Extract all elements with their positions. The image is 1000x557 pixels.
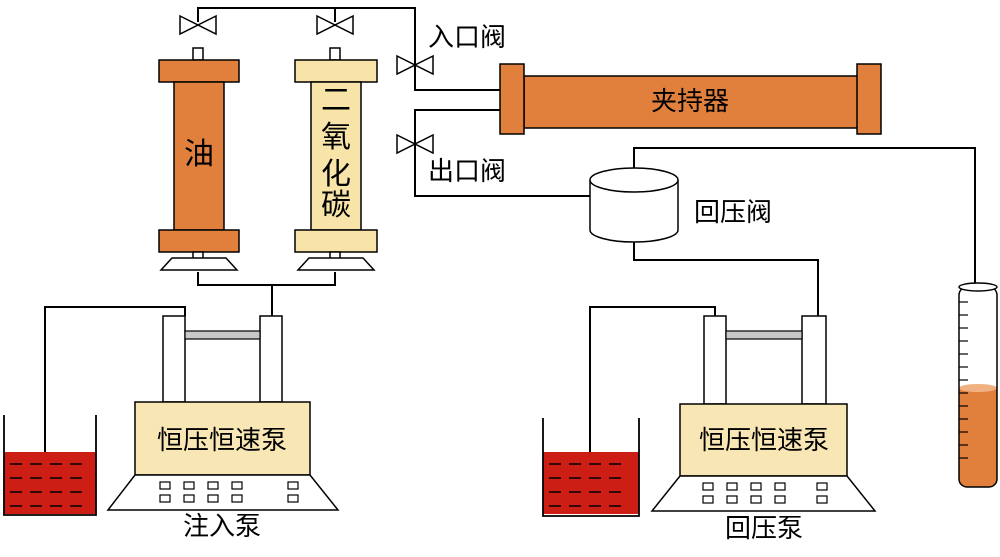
outlet-valve-label: 出口阀 xyxy=(428,157,506,187)
left-beaker xyxy=(3,415,97,516)
valve-oil-top[interactable] xyxy=(179,14,217,36)
oil-label: 油 xyxy=(184,137,214,172)
back-pressure-pump-label: 回压泵 xyxy=(725,514,803,544)
oil-cylinder: 油 xyxy=(158,47,240,271)
injection-pump: 恒压恒速泵 注入泵 xyxy=(106,315,340,542)
holder-label: 夹持器 xyxy=(651,87,729,117)
co2-cylinder: 二 氧 化 碳 xyxy=(294,47,378,271)
co2-label-3: 化 xyxy=(321,157,351,192)
right-beaker xyxy=(542,418,640,517)
back-pressure-valve: 回压阀 xyxy=(589,167,772,243)
co2-label-2: 氧 xyxy=(321,120,351,155)
outlet-valve[interactable] xyxy=(396,133,434,155)
pipelines xyxy=(44,7,976,455)
core-holder: 夹持器 xyxy=(499,63,882,135)
injection-pump-label: 注入泵 xyxy=(183,512,261,542)
co2-label-1: 二 xyxy=(321,83,351,118)
back-pressure-pump: 恒压恒速泵 回压泵 xyxy=(650,315,877,544)
inlet-valve[interactable] xyxy=(396,54,434,76)
pump-right-label: 恒压恒速泵 xyxy=(699,426,829,456)
co2-label-4: 碳 xyxy=(321,188,351,223)
graduated-cylinder xyxy=(958,282,998,488)
valve-co2-top[interactable] xyxy=(316,14,354,36)
inlet-valve-label: 入口阀 xyxy=(428,23,506,53)
pump-left-label: 恒压恒速泵 xyxy=(157,426,287,456)
back-pressure-valve-label: 回压阀 xyxy=(694,198,772,228)
